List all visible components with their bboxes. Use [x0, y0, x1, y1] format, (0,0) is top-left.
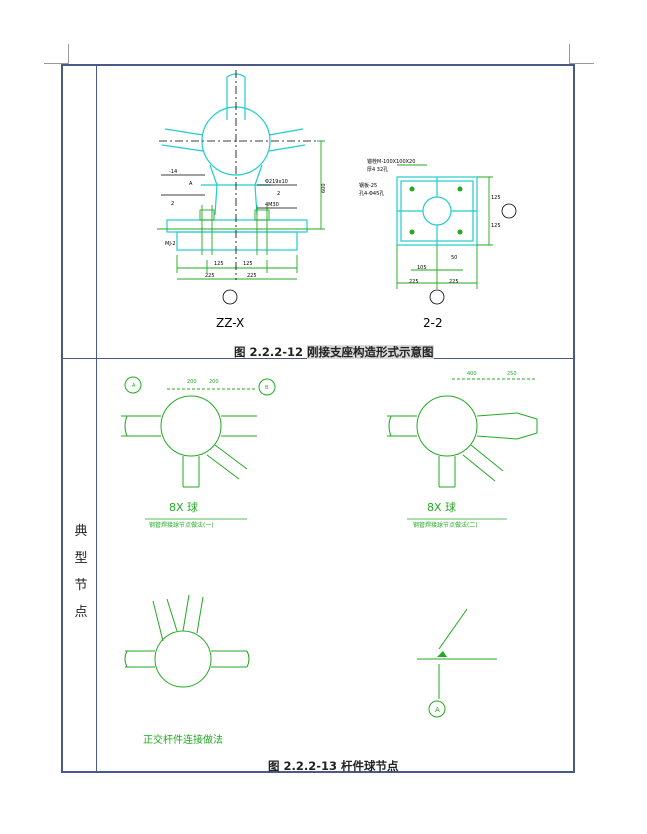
crop-mark-left-v [68, 44, 69, 64]
side-label: 典 型 节 点 [74, 518, 88, 626]
dim-125b: 125 [243, 261, 253, 267]
dim-225b: 225 [247, 273, 257, 279]
dim-125c: 125 [491, 195, 501, 201]
caption-bottom: 图 2.2.2-13 杆件球节点 [268, 758, 399, 774]
sx2-title: 8X 球 [427, 500, 456, 514]
caption-top-prefix: 图 2.2.2-12 [234, 345, 304, 359]
zz-label: ZZ-X [216, 316, 244, 330]
dim-200b: 200 [209, 379, 219, 385]
circle-a-label: A [132, 383, 136, 389]
section-mark: 2 [171, 201, 174, 207]
bolt-note-2: 厚4 32孔 [367, 166, 388, 173]
thk-label: -14 [169, 169, 177, 175]
section-mark-2: 2 [277, 191, 280, 197]
sx2-subtitle: 钢管焊接球节点做法(二) [413, 521, 478, 529]
dim-250: 250 [507, 371, 517, 377]
dim-225d: 225 [449, 279, 459, 285]
bolt-note: 锚栓M-100X100X20 [367, 158, 415, 165]
dim-600: 600 [321, 183, 327, 193]
dim-225c: 225 [409, 279, 419, 285]
side-label-char: 节 [74, 578, 88, 593]
plate-note: 钢板-25 [359, 182, 377, 189]
circle-a2-label: A [435, 706, 440, 714]
sx1-title: 8X 球 [169, 500, 198, 514]
ball-node-drawing: A B 200 200 400 250 A 8X 球 钢管焊接球节点做法(一) … [121, 371, 538, 746]
dim-200: 200 [187, 379, 197, 385]
crop-mark-left-h [44, 63, 68, 64]
side-label-char: 典 [74, 524, 88, 539]
circle-b-label: B [265, 385, 269, 391]
dim-50: 50 [451, 255, 457, 261]
rigid-support-drawing: 600 125 125 225 225 225 225 105 125 125 … [157, 70, 517, 330]
sx1-subtitle: 钢管焊接球节点做法(一) [149, 521, 214, 529]
plate-note-2: 孔4-Φ45孔 [359, 190, 384, 197]
dim-400: 400 [467, 371, 477, 377]
anchor-label: 4M30 [265, 202, 279, 208]
dim-225a: 225 [205, 273, 215, 279]
table-column-divider [96, 64, 97, 773]
section-22-label: 2-2 [423, 316, 443, 330]
caption-bottom-title: 杆件球节点 [341, 759, 399, 773]
a-label: A [189, 181, 193, 187]
side-label-char: 型 [74, 551, 88, 566]
dim-125d: 125 [491, 223, 501, 229]
caption-top: 图 2.2.2-12 刚接支座构造形式示意图 [234, 344, 434, 360]
crop-mark-right-v [569, 44, 570, 64]
dim-105: 105 [417, 265, 427, 271]
orthogonal-title: 正交杆件连接做法 [143, 733, 223, 746]
node-table [61, 64, 575, 773]
caption-bottom-prefix: 图 2.2.2-13 [268, 759, 338, 773]
mj-label: MJ-2 [165, 241, 176, 247]
crop-mark-right-h [570, 63, 594, 64]
dim-125a: 125 [214, 261, 224, 267]
pipe-label: Φ219x10 [265, 179, 288, 185]
caption-top-title: 刚接支座构造形式示意图 [307, 345, 434, 359]
side-label-char: 点 [74, 605, 88, 620]
